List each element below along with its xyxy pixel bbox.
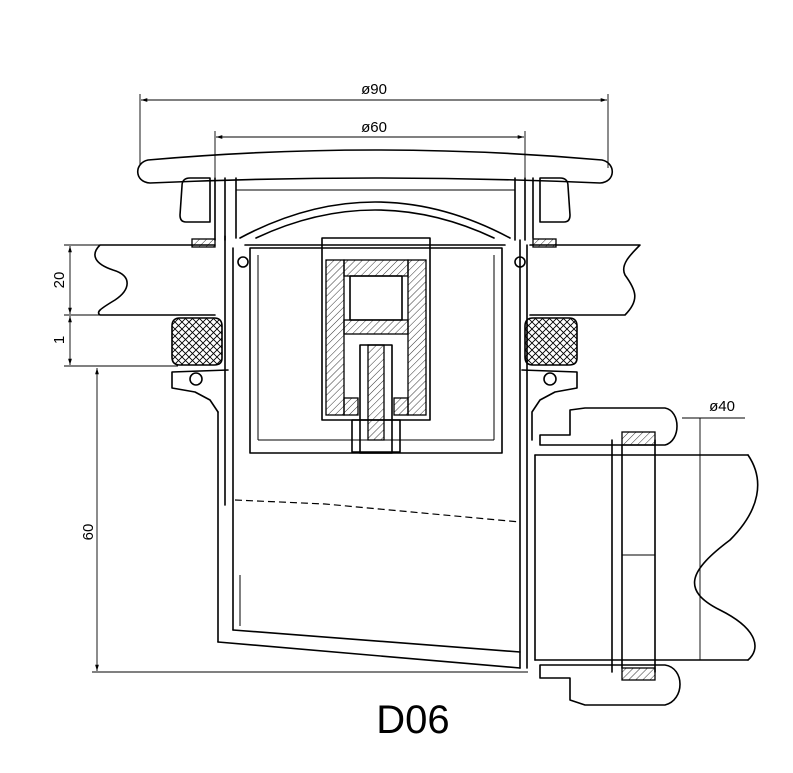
nut-bead: [189, 372, 203, 386]
dimension-inner-diameter: ø60: [214, 119, 526, 186]
dimension-outlet-diameter: ø40: [682, 398, 745, 660]
flange-block: [539, 177, 571, 223]
housing-foot-left: [343, 397, 359, 416]
dimension-gap-height: 1: [51, 316, 178, 367]
inner-diameter-label: ø60: [361, 119, 387, 136]
dimension-outer-diameter: ø90: [139, 81, 609, 168]
body-height-label: 60: [80, 524, 97, 541]
nut-profile: [521, 369, 578, 441]
nut-profile: [171, 369, 229, 413]
gap-height-label: 1: [51, 336, 68, 344]
coupling-nut-top: [539, 407, 678, 446]
housing-wall-right: [407, 259, 427, 416]
waste-body: [217, 235, 528, 669]
body-bottom-inner: [232, 629, 521, 653]
pipe-seal-bottom: [621, 667, 656, 681]
washer: [191, 238, 216, 248]
lock-nut-right: [521, 369, 578, 441]
flange-block: [179, 177, 211, 223]
outlet-diameter-label: ø40: [709, 398, 735, 415]
dome-inner-arc: [255, 209, 495, 239]
o-ring: [237, 256, 249, 268]
gasket-right: [524, 317, 578, 366]
spring-seat-top: [343, 259, 409, 277]
stem-core: [367, 344, 385, 441]
dome-outer-arc: [239, 201, 511, 239]
outlet-pipe: [534, 431, 759, 681]
countertop: [94, 244, 641, 316]
hidden-line: [234, 499, 521, 523]
body-bottom-outer: [217, 641, 521, 669]
countertop-left: [94, 244, 216, 316]
housing-wall-left: [325, 259, 345, 416]
countertop-right: [529, 244, 641, 316]
dimension-slab-height: 20: [51, 244, 100, 316]
washer: [532, 238, 557, 248]
stem-guide: [351, 419, 401, 453]
pipe-break-line: [693, 454, 759, 661]
cap: [136, 149, 614, 239]
spring-seat-bottom: [343, 319, 409, 335]
model-label: D06: [376, 698, 449, 742]
spring-chamber: [349, 275, 403, 321]
cap-flange-left: [179, 177, 249, 268]
dimension-body-height: 60: [80, 368, 528, 673]
slab-height-label: 20: [51, 272, 68, 289]
coupling-nut-bottom: [539, 664, 681, 706]
coupling-nut: [539, 407, 681, 706]
pop-up-mechanism: [321, 237, 431, 454]
lock-nut-left: [171, 369, 229, 413]
pipe-seal-top: [621, 431, 656, 446]
cap-flange-right: [514, 177, 571, 268]
housing-foot-right: [393, 397, 409, 416]
outer-diameter-label: ø90: [361, 81, 387, 98]
cap-plate: [136, 149, 614, 184]
gasket-left: [171, 317, 223, 366]
nut-bead: [543, 372, 557, 386]
